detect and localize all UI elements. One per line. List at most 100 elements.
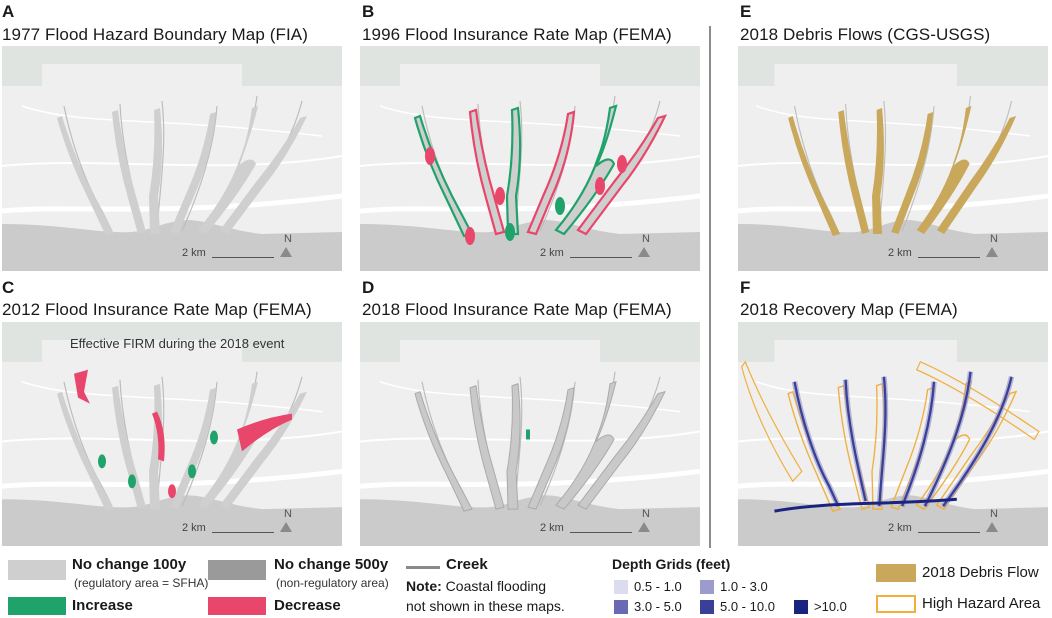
legend-note-line2: not shown in these maps. [406, 598, 565, 614]
flood-zone [469, 385, 505, 510]
depth-band [901, 381, 936, 507]
ocean [360, 220, 700, 271]
creek-line [421, 105, 471, 232]
north-arrow-icon [280, 522, 292, 532]
flood-zone [149, 108, 163, 234]
flood-zone [891, 112, 934, 234]
flood-zone [414, 391, 473, 512]
highway [2, 468, 342, 489]
flood-zone [788, 116, 841, 236]
north-arrow-icon [638, 247, 650, 257]
road [21, 105, 323, 137]
legend-swatch-depth-0 [614, 580, 628, 594]
legend-swatch-depth-2 [614, 600, 628, 614]
panel-title-a: 1977 Flood Hazard Boundary Map (FIA) [2, 25, 308, 44]
change-zones [74, 369, 292, 499]
flood-zone [112, 110, 146, 234]
legend-label-creek: Creek [446, 556, 488, 573]
legend-label-debris: 2018 Debris Flow [922, 564, 1039, 581]
north-label: N [284, 508, 292, 520]
legend-swatch-decrease [208, 597, 266, 615]
flood-zone [916, 106, 972, 234]
flood-zone [577, 390, 666, 510]
north-arrow-icon [986, 247, 998, 257]
panel-letter-e: E [740, 2, 752, 21]
hills-area [2, 46, 342, 86]
scale-label: 2 km [888, 247, 912, 259]
north-label: N [990, 233, 998, 245]
change-edge [526, 110, 576, 236]
legend-swatch-debris [876, 564, 916, 582]
panel-letter-d: D [362, 278, 375, 297]
flood-zone [112, 385, 146, 510]
change-patch [168, 484, 176, 499]
flood-zones [415, 106, 665, 236]
creek-line [181, 105, 218, 232]
road [738, 430, 1048, 443]
highway [738, 468, 1048, 489]
road [360, 155, 700, 167]
hills-area [360, 322, 700, 362]
creek-line [63, 105, 113, 232]
hills-area [738, 46, 1048, 86]
ocean [2, 495, 342, 546]
legend-sub-no-change-100y: (regulatory area = SFHA) [74, 576, 209, 590]
flood-zone [506, 383, 521, 510]
scale-bar [570, 257, 632, 258]
flood-zones [57, 106, 307, 236]
panel-letter-f: F [740, 278, 751, 297]
legend-label-no-change-100y: No change 100y [72, 556, 187, 573]
flood-zones [414, 380, 666, 512]
scale-label: 2 km [540, 522, 564, 534]
depth-band [923, 371, 972, 507]
depth-grid [774, 371, 1015, 513]
highway [2, 193, 342, 214]
depth-band [942, 376, 1013, 507]
change-patch [188, 464, 196, 479]
north-arrow-icon [280, 247, 292, 257]
hills-area [738, 322, 1048, 362]
road [738, 155, 1048, 167]
change-patch [465, 227, 475, 245]
creek-line [901, 105, 935, 232]
north-arrow-icon [986, 522, 998, 532]
panel-title-b: 1996 Flood Insurance Rate Map (FEMA) [362, 25, 672, 44]
change-patch [425, 147, 435, 165]
road [379, 381, 681, 413]
scale-bar [212, 257, 274, 258]
panel-letter-a: A [2, 2, 15, 21]
change-edge [468, 108, 506, 236]
north-label: N [990, 508, 998, 520]
map-base [2, 46, 342, 271]
flood-zone [507, 108, 521, 234]
legend-swatch-depth-3 [700, 600, 714, 614]
legend-label-depth-1: 1.0 - 3.0 [720, 579, 768, 594]
map-svg [360, 322, 700, 546]
flood-zone [149, 383, 163, 510]
flood-zone [578, 116, 665, 234]
ocean [738, 495, 1048, 546]
scale-label: 2 km [888, 522, 912, 534]
road [2, 155, 342, 167]
legend-label-depth-4: >10.0 [814, 599, 847, 614]
scale-label: 2 km [182, 522, 206, 534]
map-base [738, 46, 1048, 271]
map-e: 2 km N [738, 46, 1048, 271]
ocean [738, 220, 1048, 271]
north-label: N [642, 233, 650, 245]
change-patch [210, 430, 218, 445]
flood-zone [556, 106, 616, 234]
scale-label: 2 km [182, 247, 206, 259]
high-hazard-outline [740, 360, 803, 483]
legend: No change 100y (regulatory area = SFHA) … [0, 552, 1052, 618]
flood-zone [57, 116, 114, 236]
map-annotation: Effective FIRM during the 2018 event [70, 336, 285, 351]
high-hazard-areas [740, 360, 1040, 513]
highway [360, 468, 700, 489]
north-label: N [284, 233, 292, 245]
change-patch [595, 177, 605, 195]
panel-title-c: 2012 Flood Insurance Rate Map (FEMA) [2, 300, 312, 319]
flood-zone [170, 112, 216, 234]
